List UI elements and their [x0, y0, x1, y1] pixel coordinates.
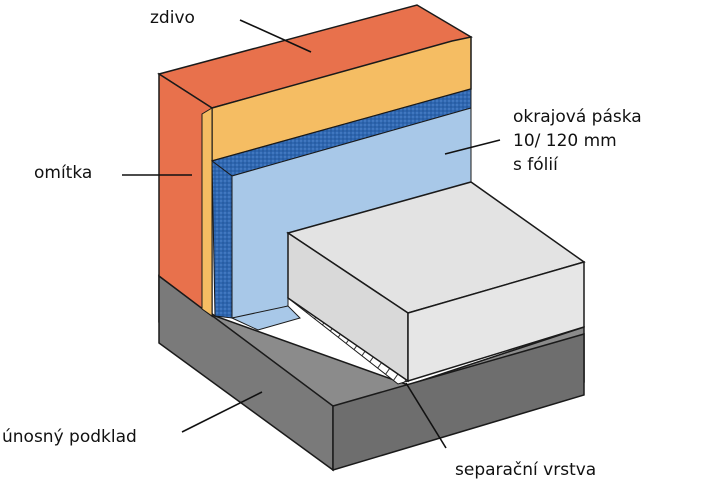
label-plaster: omítka [34, 163, 93, 183]
plaster-side-face [201, 107, 213, 317]
base-front-face [332, 333, 585, 472]
edge-strip-foil-side [211, 159, 233, 319]
label-separation-layer: separační vrstva [455, 460, 597, 480]
masonry-wall [157, 4, 473, 318]
edge-strip [210, 88, 472, 331]
label-load-bearing-base: únosný podklad [2, 427, 137, 447]
edge-strip-bottom [230, 305, 301, 331]
leader-base [181, 391, 263, 433]
label-edge-strip-line1: okrajová páska [513, 107, 642, 127]
screed-block [286, 181, 586, 383]
label-edge-strip: okrajová páska 10/ 120 mm s fólií [513, 105, 642, 177]
label-edge-strip-line3: s fólií [513, 155, 558, 175]
label-edge-strip-line2: 10/ 120 mm [513, 131, 617, 151]
leader-masonry [239, 19, 312, 53]
load-bearing-base [158, 274, 585, 472]
leader-separation [405, 382, 447, 449]
leader-edge-strip [444, 139, 501, 155]
leader-lines [122, 19, 501, 449]
screed-front-face [407, 261, 585, 383]
label-masonry: zdivo [150, 8, 195, 28]
plaster-layer [201, 36, 472, 317]
